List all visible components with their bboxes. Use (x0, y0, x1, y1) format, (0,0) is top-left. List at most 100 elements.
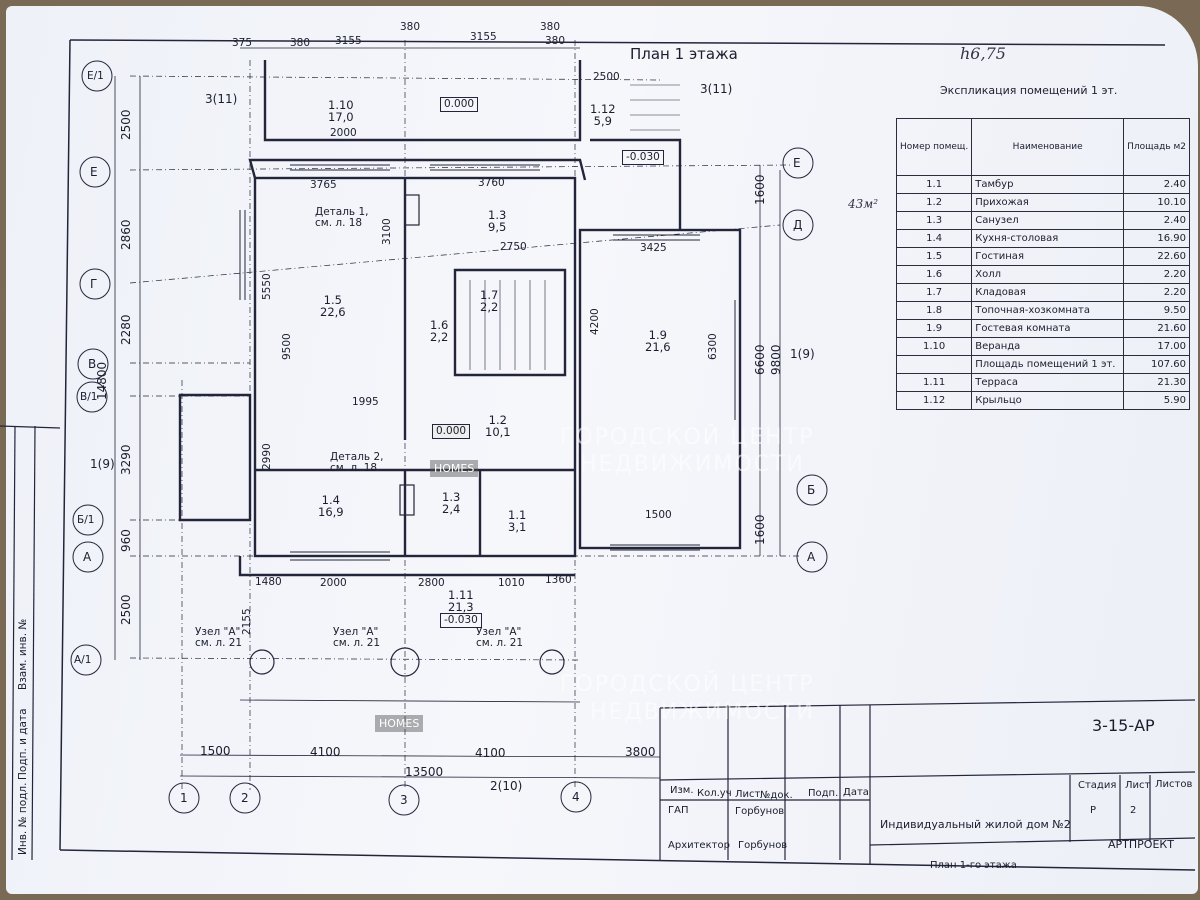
dimension: 6600 (753, 344, 767, 375)
axis-label: 4 (572, 790, 580, 804)
section-mark: 1(9) (790, 347, 815, 361)
level-mark: -0.030 (622, 150, 664, 165)
level-mark: 0.000 (440, 97, 479, 112)
dimension: 4100 (475, 746, 506, 760)
dimension: 1600 (753, 514, 767, 545)
axis-label: 2 (241, 791, 249, 805)
dimension: 6300 (707, 333, 719, 360)
dimension: 2500 (593, 71, 620, 83)
stamp-name: Горбунов (738, 840, 788, 851)
dimension: 1500 (200, 744, 231, 758)
node-callout: Узел "А"см. л. 21 (333, 626, 381, 649)
axis-label: А (807, 550, 816, 564)
dimension-total: 13500 (405, 765, 444, 779)
dimension: 380 (545, 35, 566, 47)
section-mark: 3(11) (700, 82, 733, 96)
detail-callout: Деталь 1,см. л. 18 (315, 206, 369, 229)
company-logo: АРТПРОЕКТ (1108, 838, 1174, 851)
dimension: 3155 (335, 35, 362, 47)
explication-title: Экспликация помещений 1 эт. (940, 84, 1118, 97)
axis-label: А (83, 550, 92, 564)
section-mark: 3(11) (205, 92, 238, 106)
dimension: 2800 (418, 577, 445, 589)
dimension: 9500 (281, 333, 293, 360)
dimension: 3425 (640, 242, 667, 254)
axis-label: Е (793, 156, 801, 170)
explication-header-name: Наименование (971, 118, 1125, 176)
explication-header-num: Номер помещ. (895, 118, 973, 176)
node-callout: Узел "А"см. л. 21 (195, 626, 243, 649)
watermark-text: НЕДВИЖИМОСТИ (580, 452, 805, 477)
dimension: 2500 (119, 109, 133, 140)
stamp-role: ГАП (668, 805, 689, 816)
axis-label: Б/1 (77, 514, 95, 526)
dimension: 2155 (241, 608, 253, 635)
watermark-badge: HOMES (430, 460, 479, 477)
section-mark: 2(10) (490, 779, 523, 793)
dimension: 2000 (330, 127, 357, 139)
level-mark: -0.030 (440, 613, 482, 628)
stamp-header: Подп. (808, 788, 839, 799)
explication-table: Номер помещ. Наименование Площадь м2 1.1… (895, 118, 1190, 436)
stamp-header: Листов (1155, 779, 1193, 790)
dimension: 375 (232, 37, 253, 49)
dimension: 3290 (119, 444, 133, 475)
table-row: Площадь помещений 1 эт.107.60 (895, 355, 1190, 374)
stamp-name: Горбунов (735, 806, 785, 817)
dimension: 2990 (261, 443, 273, 470)
margin-field: Инв. № подл. (17, 782, 29, 855)
sheet-name: План 1-го этажа (930, 860, 1017, 871)
dimension: 1010 (498, 577, 525, 589)
dimension: 3800 (625, 745, 656, 759)
dimension: 3155 (470, 31, 497, 43)
sheet-number: 2 (1130, 805, 1137, 816)
drawing-code: 3-15-АР (1092, 716, 1155, 735)
dimension: 380 (400, 21, 421, 33)
detail-callout: Деталь 2,см. л. 18 (330, 451, 384, 474)
dimension: 960 (119, 529, 133, 552)
stamp-header: Кол.уч (697, 788, 732, 799)
dimension: 2500 (119, 594, 133, 625)
axis-label: В/1 (80, 391, 98, 403)
dimension: 1480 (255, 576, 282, 588)
stamp-header: Лист (735, 789, 761, 800)
stamp-role: Архитектор (668, 840, 730, 851)
explication-header-area: Площадь м2 (1123, 118, 1190, 176)
dimension: 1600 (753, 174, 767, 205)
dimension: 3765 (310, 179, 337, 191)
dimension: 3760 (478, 177, 505, 189)
axis-label: Е (90, 165, 98, 179)
stamp-header: Дата (843, 787, 869, 798)
dimension: 1360 (545, 574, 572, 586)
margin-field: Взам. инв. № (17, 618, 29, 690)
watermark-text: ГОРОДСКОЙ ЦЕНТР (560, 425, 815, 450)
axis-label: 1 (180, 791, 188, 805)
stamp-header: №док. (760, 790, 793, 801)
section-mark: 1(9) (90, 457, 115, 471)
dimension: 380 (540, 21, 561, 33)
dimension: 1995 (352, 396, 379, 408)
dimension: 4100 (310, 745, 341, 759)
axis-label: Г (90, 277, 98, 291)
dimension: 4200 (589, 308, 601, 335)
axis-label: А/1 (74, 654, 92, 666)
margin-field: Подп. и дата (17, 708, 29, 780)
